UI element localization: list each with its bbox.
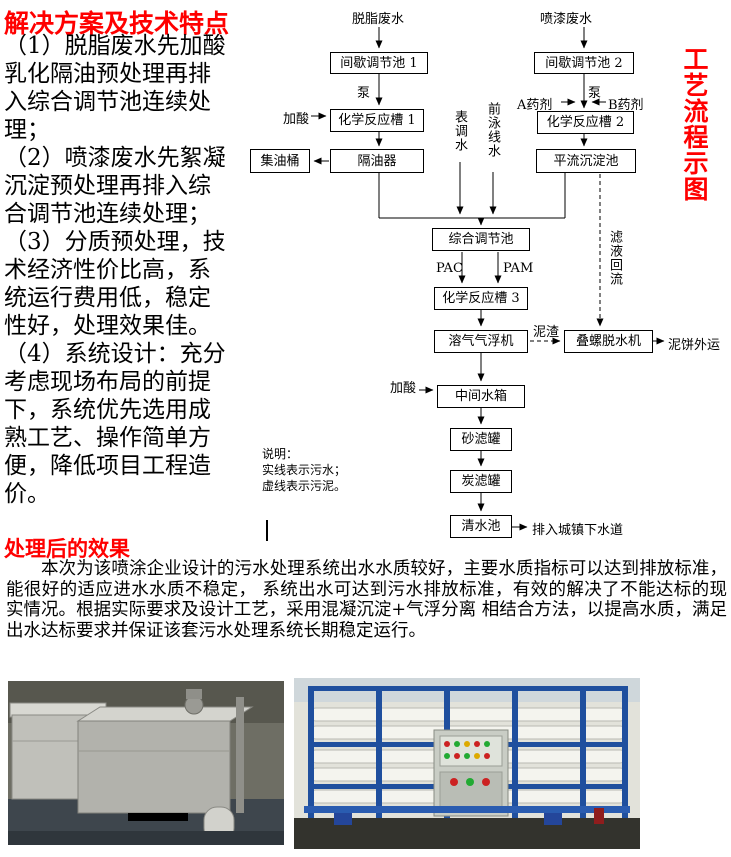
box-daf-machine: 溶气气浮机 bbox=[434, 330, 528, 353]
legend-line: 虚线表示污泥。 bbox=[262, 479, 347, 493]
label-pac: PAC bbox=[436, 261, 463, 276]
label-front-line-water: 前泳线水 bbox=[485, 102, 500, 158]
label-pam: PAM bbox=[503, 261, 534, 276]
solution-line: （2）喷漆废水先絮凝 bbox=[4, 145, 226, 171]
label-surface-adjust-water: 表调水 bbox=[452, 110, 467, 152]
solution-line: 考虑现场布局的前提 bbox=[4, 369, 211, 395]
box-reactor-2: 化学反应槽 2 bbox=[537, 111, 634, 134]
box-middle-tank: 中间水箱 bbox=[437, 385, 525, 408]
effect-body: 本次为该喷涂企业设计的污水处理系统出水水质较好，主要水质指标可以达到排放标准，能… bbox=[6, 559, 727, 641]
label-degrease-wastewater: 脱脂废水 bbox=[352, 12, 405, 27]
label-discharge: 排入城镇下水道 bbox=[532, 523, 624, 538]
label-pump-right: 泵 bbox=[588, 86, 602, 101]
box-batch-tank-1: 间歇调节池 1 bbox=[330, 52, 428, 74]
box-batch-tank-2: 间歇调节池 2 bbox=[534, 52, 634, 74]
photo-treatment-tanks bbox=[8, 681, 284, 845]
label-paint-wastewater: 喷漆废水 bbox=[540, 12, 593, 27]
label-add-acid-1: 加酸 bbox=[283, 112, 310, 127]
solution-line: （1）脱脂废水先加酸 bbox=[4, 33, 226, 59]
solution-line: 下，系统优先选用成 bbox=[4, 397, 211, 423]
solution-line: 乳化隔油预处理再排 bbox=[4, 61, 211, 87]
solution-line: 便，降低项目工程造 bbox=[4, 453, 211, 479]
flowchart-arrows bbox=[311, 27, 665, 531]
solution-heading: 解决方案及技术特点 bbox=[4, 9, 230, 38]
label-pump-left: 泵 bbox=[357, 86, 371, 101]
solution-line: 理； bbox=[4, 117, 50, 143]
box-reactor-1: 化学反应槽 1 bbox=[330, 109, 424, 132]
label-cake-out: 泥饼外运 bbox=[668, 338, 721, 353]
label-agent-a: A药剂 bbox=[517, 98, 553, 113]
solution-line: （4）系统设计：充分 bbox=[4, 341, 226, 367]
label-add-acid-2: 加酸 bbox=[390, 381, 417, 396]
box-clear-tank: 清水池 bbox=[450, 515, 512, 538]
box-sedimentation: 平流沉淀池 bbox=[536, 149, 636, 173]
box-combined-tank: 综合调节池 bbox=[432, 228, 530, 251]
label-filtrate-return: 滤液回流 bbox=[607, 230, 622, 286]
solution-line: 性好，处理效果佳。 bbox=[4, 313, 211, 339]
photo-ro-system bbox=[294, 678, 640, 849]
effect-heading: 处理后的效果 bbox=[4, 536, 130, 561]
solution-line: 熟工艺、操作简单方 bbox=[4, 425, 211, 451]
photo-tanks-art bbox=[8, 681, 284, 845]
solution-line: 沉淀预处理再排入综 bbox=[4, 173, 211, 199]
photo-ro-art bbox=[294, 678, 640, 849]
box-carbon-filter: 炭滤罐 bbox=[450, 470, 512, 493]
flowchart-side-title: 工艺流程示图 bbox=[680, 46, 709, 202]
solution-line: （3）分质预处理，技 bbox=[4, 229, 226, 255]
solution-line: 合调节池连续处理； bbox=[4, 201, 211, 227]
solution-line: 术经济性价比高，系 bbox=[4, 257, 211, 283]
box-screw-press: 叠螺脱水机 bbox=[564, 330, 653, 353]
legend-line: 说明： bbox=[262, 447, 299, 461]
box-reactor-3: 化学反应槽 3 bbox=[434, 287, 528, 310]
flowchart-legend: 说明： 实线表示污水； 虚线表示污泥。 bbox=[262, 446, 346, 494]
solution-line: 入综合调节池连续处 bbox=[4, 89, 211, 115]
label-agent-b: B药剂 bbox=[608, 98, 644, 113]
box-oil-barrel: 集油桶 bbox=[250, 149, 310, 173]
box-oil-separator: 隔油器 bbox=[330, 149, 424, 173]
stray-mark bbox=[266, 520, 268, 541]
label-sludge: 泥渣 bbox=[533, 325, 560, 340]
solution-text: （1）脱脂废水先加酸乳化隔油预处理再排入综合调节池连续处理；（2）喷漆废水先絮凝… bbox=[4, 32, 284, 508]
solution-line: 统运行费用低，稳定 bbox=[4, 285, 211, 311]
legend-line: 实线表示污水； bbox=[262, 463, 347, 477]
box-sand-filter: 砂滤罐 bbox=[450, 428, 512, 451]
solution-line: 价。 bbox=[4, 481, 50, 507]
